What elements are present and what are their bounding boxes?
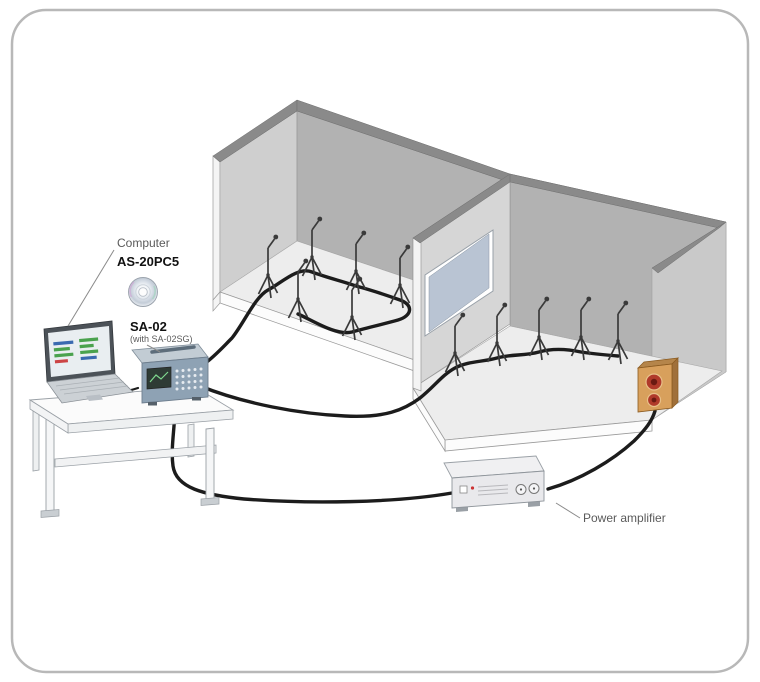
power-amplifier: [443, 455, 545, 512]
laptop-screen-bars: [53, 337, 99, 364]
loudspeaker: [637, 357, 679, 413]
analyzer-amplifier-cable: [170, 396, 454, 504]
amplifier-power-switch: [459, 485, 468, 494]
annotations: Computer AS-20PC5 SA-02 (with SA-02SG) P…: [67, 236, 666, 525]
analyzer-foot: [148, 402, 157, 406]
desk-leg: [205, 427, 215, 503]
analyzer-leader-line: [146, 344, 161, 353]
analyzer-label: SA-02: [130, 319, 167, 334]
speaker-tweeter-center: [651, 397, 657, 403]
source-room-end-wall-top: [651, 221, 727, 274]
amplifier-leader-line: [555, 502, 581, 519]
software-label: AS-20PC5: [117, 254, 179, 269]
desk-left-edge: [29, 399, 69, 434]
receiving-room-wall-cut: [212, 291, 221, 312]
analyzer-display-trace: [149, 371, 169, 383]
divider-wall-top: [412, 173, 511, 244]
laptop-key-rows: [55, 377, 129, 395]
source-room: [412, 173, 727, 453]
laptop-keyboard: [46, 373, 134, 404]
divider-wall-cut: [412, 237, 422, 392]
desk-foot: [200, 497, 220, 506]
speaker-side: [671, 357, 679, 409]
amplifier-speaker-cable: [546, 409, 657, 491]
sa-02-analyzer: [131, 343, 209, 406]
receiving-room-left-wall-edge: [212, 155, 221, 301]
laptop-screen: [48, 326, 111, 377]
laptop-touchpad: [86, 394, 103, 401]
desk-leg: [45, 416, 55, 515]
window-glass: [428, 233, 490, 333]
amplifier-vents: [477, 484, 509, 496]
software-cd-icon: [128, 277, 158, 307]
source-room-mic-cable: [198, 347, 620, 419]
desk-shelf: [54, 444, 217, 468]
analyzer-foot: [192, 397, 201, 401]
analyzer-note-label: (with SA-02SG): [130, 334, 193, 344]
divider-wall: [412, 173, 511, 392]
laptop-computer: [43, 320, 134, 404]
source-room-left-edge: [412, 386, 446, 453]
receiving-room-mic-cable: [202, 269, 412, 366]
amplifier-led: [470, 486, 475, 490]
analyzer-buttons: [175, 367, 203, 391]
computer-leader-line: [67, 249, 115, 327]
computer-label: Computer: [117, 236, 170, 250]
amplifier-label: Power amplifier: [583, 511, 666, 525]
speaker-woofer-center: [650, 378, 658, 386]
desk-foot: [40, 509, 60, 518]
desk-leg: [32, 409, 40, 472]
